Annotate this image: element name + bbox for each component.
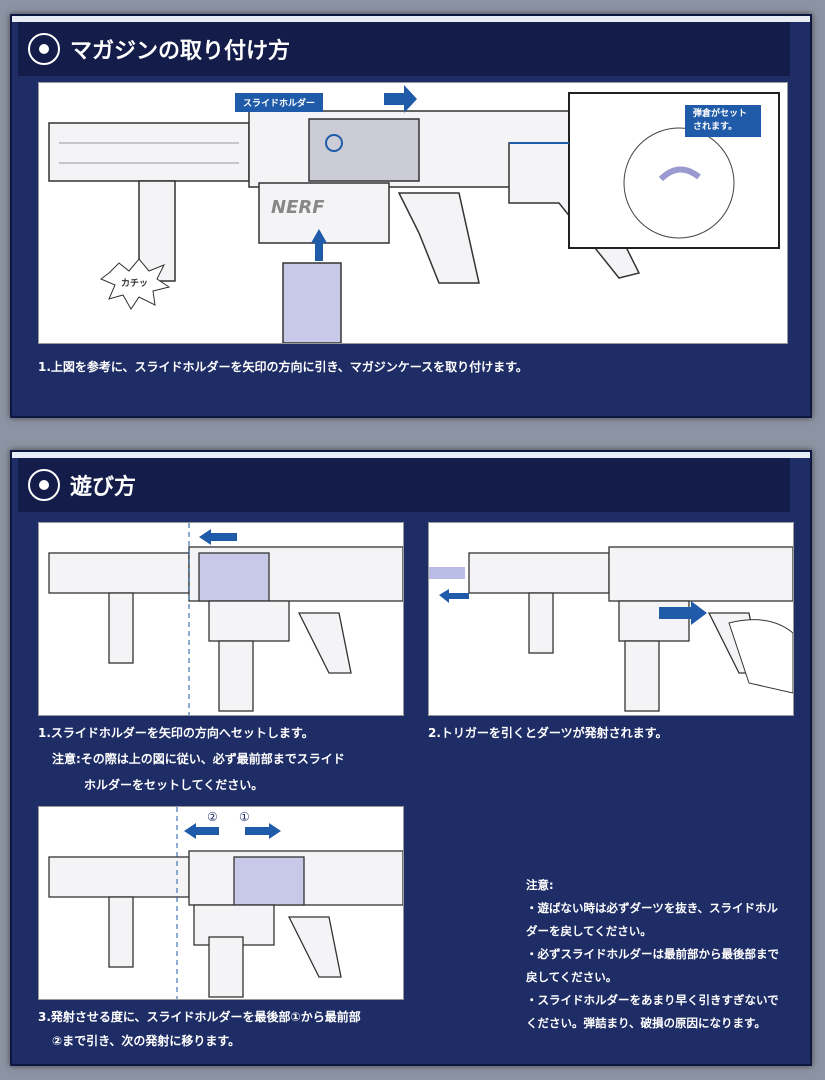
arrow-up-icon bbox=[311, 229, 327, 261]
arrow-right-icon bbox=[384, 85, 417, 113]
play-step-1-note-1: 注意:その際は上の図に従い、必ず最前部までスライド bbox=[52, 752, 345, 766]
step-1-illustration bbox=[38, 522, 404, 716]
caution-item: ・スライドホルダーをあまり早く引きすぎないでください。弾詰まり、破損の原因になり… bbox=[526, 993, 779, 1030]
caution-item: ・遊ばない時は必ずダーツを抜き、スライドホルダーを戻してください。 bbox=[526, 901, 778, 938]
bullet-icon bbox=[28, 33, 60, 65]
section-title-bar: 遊び方 bbox=[18, 458, 790, 512]
slide-holder-label: スライドホルダー bbox=[235, 93, 324, 112]
step-1-text: 1.上図を参考に、スライドホルダーを矢印の方向に引き、マガジンケースを取り付けま… bbox=[38, 360, 528, 374]
play-step-3-line-2: ②まで引き、次の発射に移ります。 bbox=[52, 1034, 241, 1048]
arrow-right-icon bbox=[659, 601, 707, 625]
play-step-2-text: 2.トリガーを引くとダーツが発射されます。 bbox=[428, 726, 668, 740]
section-title-bar: マガジンの取り付け方 bbox=[18, 22, 790, 76]
bullet-icon bbox=[28, 469, 60, 501]
section-title: マガジンの取り付け方 bbox=[70, 39, 291, 64]
caution-title: 注意: bbox=[526, 878, 554, 892]
caution-item: ・必ずスライドホルダーは最前部から最後部まで戻してください。 bbox=[526, 947, 779, 984]
blaster-drawing: NERF カチッ bbox=[48, 85, 780, 343]
play-step-1-note-2: ホルダーをセットしてください。 bbox=[84, 778, 264, 792]
play-step-3-line-1: 3.発射させる度に、スライドホルダーを最後部①から最前部 bbox=[38, 1010, 361, 1024]
nerf-logo: NERF bbox=[271, 197, 325, 218]
inset-label: 弾倉がセットされます。 bbox=[685, 105, 761, 137]
section-magazine-attach: マガジンの取り付け方 NERF カチッ bbox=[10, 14, 812, 418]
caution-box: 注意: ・遊ばない時は必ずダーツを抜き、スライドホルダーを戻してください。 ・必… bbox=[526, 874, 786, 1035]
step-3-illustration: ② ① bbox=[38, 806, 404, 1000]
magazine-attach-illustration: NERF カチッ スライドホルダー 弾倉がセットされます。 bbox=[38, 82, 788, 344]
section-how-to-play: 遊び方 1.スライドホルダーを矢印の方向へセットします。 注意:その際は上の図に… bbox=[10, 450, 812, 1066]
arrow-left-icon bbox=[199, 529, 237, 545]
section-title: 遊び方 bbox=[70, 475, 137, 500]
click-sound-text: カチッ bbox=[121, 278, 148, 289]
panel-top-stripe bbox=[12, 452, 810, 458]
marker-1: ① bbox=[239, 810, 250, 824]
marker-2: ② bbox=[207, 810, 218, 824]
play-step-1-text: 1.スライドホルダーを矢印の方向へセットします。 bbox=[38, 726, 314, 740]
step-2-illustration bbox=[428, 522, 794, 716]
panel-top-stripe bbox=[12, 16, 810, 22]
